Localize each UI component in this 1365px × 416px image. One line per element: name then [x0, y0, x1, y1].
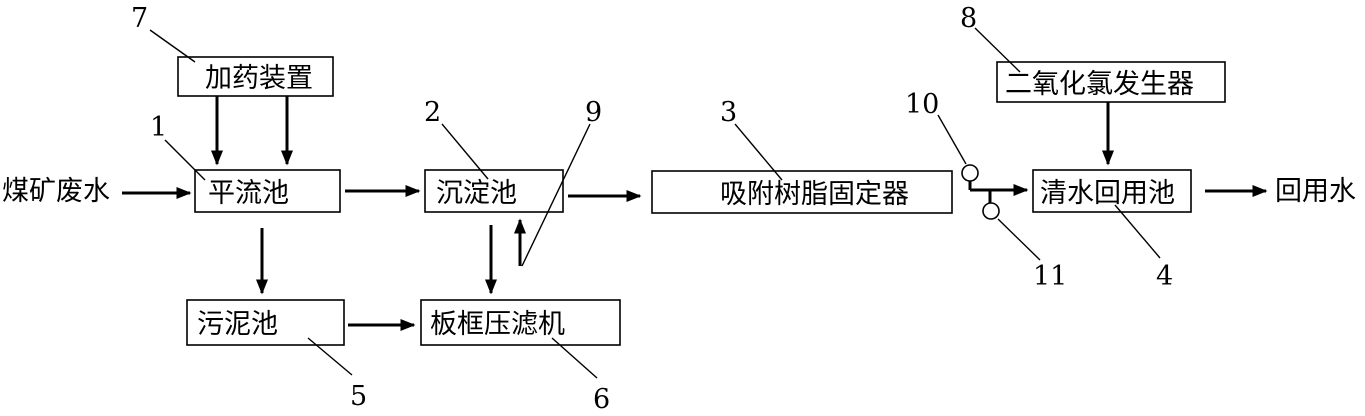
callout-3: 3: [720, 97, 737, 128]
leader-5: [307, 337, 353, 376]
filter-press-label: 板框压滤机: [430, 309, 565, 340]
input-label: 煤矿废水: [2, 176, 110, 207]
callout-8: 8: [960, 3, 977, 34]
callout-2: 2: [424, 97, 441, 128]
sludge-tank-box: 污泥池: [186, 299, 345, 346]
callout-4: 4: [1156, 261, 1173, 292]
sedimentation-tank-box: 沉淀池: [424, 169, 564, 213]
leader-11: [997, 218, 1041, 261]
advection-tank-box: 平流池: [194, 169, 341, 213]
resin-fixer-label: 吸附树脂固定器: [720, 179, 909, 210]
filter-press-box: 板框压滤机: [420, 299, 621, 346]
advection-tank-label: 平流池: [208, 178, 289, 209]
gauge-10-icon: [961, 164, 979, 182]
dosing-device-label: 加药装置: [205, 63, 313, 94]
chlorine-dioxide-generator-box: 二氧化氯发生器: [996, 61, 1226, 103]
sludge-tank-label: 污泥池: [197, 309, 278, 340]
callout-11: 11: [1033, 261, 1067, 292]
callout-10: 10: [905, 89, 939, 120]
leader-8: [974, 27, 1021, 73]
leader-6: [551, 337, 598, 379]
dosing-device-box: 加药装置: [177, 56, 334, 97]
output-label: 回用水: [1275, 176, 1356, 207]
clear-water-tank-box: 清水回用池: [1032, 169, 1192, 213]
leader-1: [164, 139, 206, 181]
callout-6: 6: [593, 384, 610, 415]
leader-7: [149, 29, 196, 63]
callout-7: 7: [131, 3, 148, 34]
callout-1: 1: [150, 112, 167, 143]
callout-5: 5: [350, 381, 367, 412]
leader-10: [937, 114, 967, 165]
leader-9: [521, 123, 591, 267]
leader-2: [441, 123, 489, 180]
leader-4: [1114, 204, 1161, 259]
leader-3: [734, 123, 783, 181]
resin-fixer-box: 吸附树脂固定器: [651, 170, 953, 214]
sedimentation-tank-label: 沉淀池: [436, 178, 517, 209]
callout-9: 9: [585, 97, 602, 128]
gauge-11-icon: [982, 202, 1000, 220]
clear-water-tank-label: 清水回用池: [1040, 178, 1175, 209]
chlorine-dioxide-generator-label: 二氧化氯发生器: [1005, 69, 1194, 100]
